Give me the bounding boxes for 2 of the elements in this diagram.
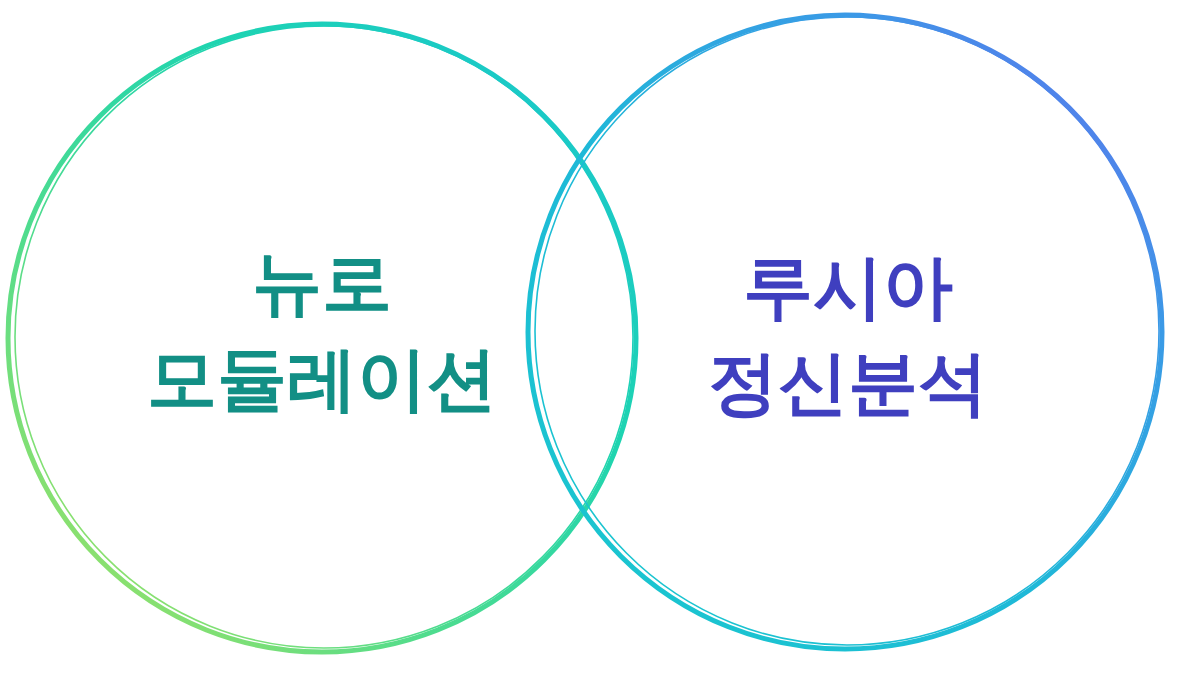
circle-label: 루시아 정신분석 xyxy=(707,245,989,426)
circle-label: 뉴로 모듈레이션 xyxy=(146,241,498,422)
